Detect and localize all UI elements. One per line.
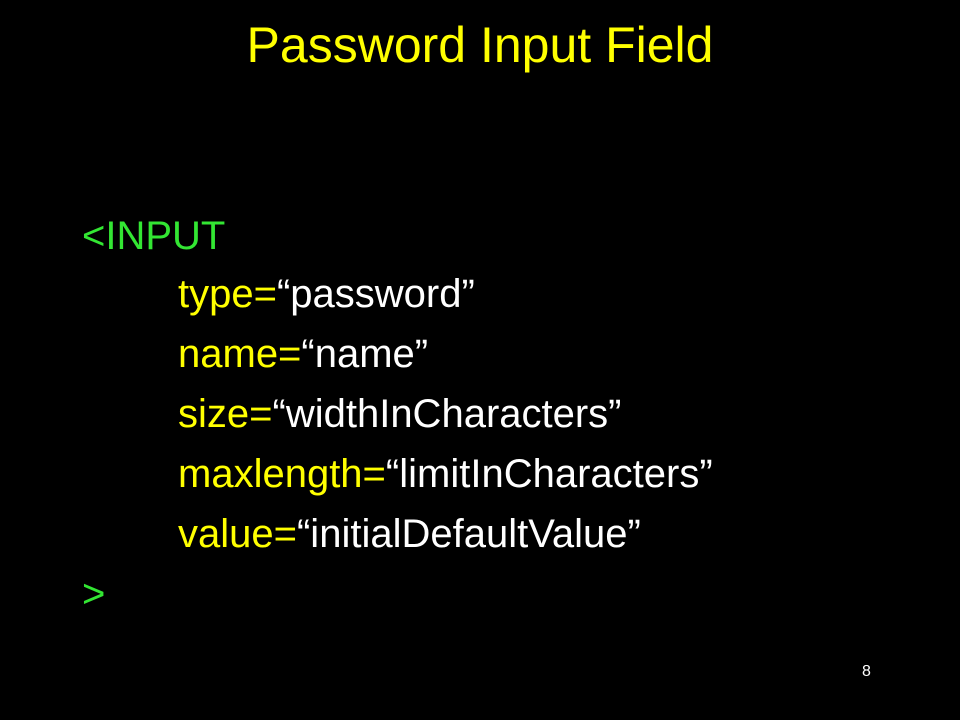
attribute-value: “password”: [276, 272, 475, 316]
attribute-value: “name”: [301, 332, 429, 376]
page-number: 8: [862, 663, 871, 680]
attribute-name: name=: [178, 332, 302, 376]
attribute-value: “initialDefaultValue”: [296, 512, 641, 556]
attribute-line-type: type=“password”: [178, 270, 475, 318]
attribute-line-size: size=“widthInCharacters”: [178, 390, 622, 438]
attribute-name: size=: [178, 392, 273, 436]
attribute-value: “limitInCharacters”: [385, 452, 713, 496]
input-tag-open: <INPUT: [82, 214, 226, 258]
attribute-name: value=: [178, 512, 297, 556]
attribute-line-name: name=“name”: [178, 330, 428, 378]
slide-title: Password Input Field: [246, 17, 714, 73]
attribute-name: maxlength=: [178, 452, 386, 496]
attribute-name: type=: [178, 272, 277, 316]
attribute-line-value: value=“initialDefaultValue”: [178, 510, 641, 558]
attribute-line-maxlength: maxlength=“limitInCharacters”: [178, 450, 713, 498]
attribute-value: “widthInCharacters”: [272, 392, 622, 436]
input-tag-close: >: [82, 572, 106, 616]
